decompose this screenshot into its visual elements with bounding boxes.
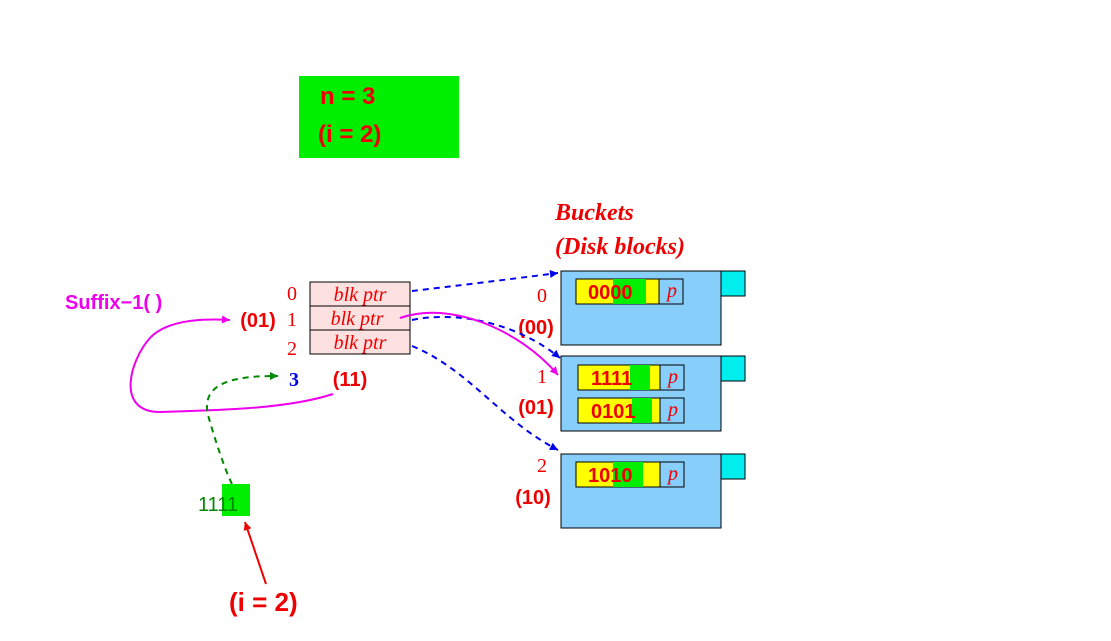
directory-index: 1 xyxy=(287,309,297,331)
record-key-suffix: 10 xyxy=(610,465,632,487)
arrow-suffix-loop xyxy=(129,315,334,414)
record-pointer-cell xyxy=(658,278,684,305)
record-suffix-highlight xyxy=(630,365,650,390)
bucket-1: 1111 p 0101 p 1 (01) xyxy=(518,355,746,432)
record-suffix-highlight xyxy=(613,462,643,487)
record-key: 0101 xyxy=(591,401,636,423)
record-suffix-highlight xyxy=(632,398,652,423)
directory: blk ptr blk ptr blk ptr 0 1 2 3 (01) (11… xyxy=(240,281,411,391)
directory-cell-label: blk ptr xyxy=(334,284,387,306)
record-key-prefix: 00 xyxy=(588,282,610,304)
arrow-dir2-to-bucket2 xyxy=(411,345,559,451)
record-pointer: p xyxy=(666,463,678,485)
n-label: n = 3 xyxy=(320,83,375,110)
bottom-i-label: (i = 2) xyxy=(229,587,298,617)
inserted-key-prefix: 11 xyxy=(198,494,219,516)
record-key-prefix: 10 xyxy=(588,465,610,487)
inserted-key-value: 1111 xyxy=(198,494,238,516)
record-key: 1010 xyxy=(588,465,633,487)
directory-new-index: 3 xyxy=(289,369,299,391)
directory-cell-label: blk ptr xyxy=(331,308,384,330)
record-pointer-cell xyxy=(659,397,685,424)
arrow-i-to-suffix xyxy=(243,521,267,585)
bucket-suffix-label: (10) xyxy=(515,487,551,509)
record-pointer: p xyxy=(666,366,678,388)
bucket-index: 2 xyxy=(537,455,547,477)
record-pointer-cell xyxy=(659,364,685,391)
params-box: n = 3 (i = 2) xyxy=(299,76,459,158)
inserted-key-highlight xyxy=(222,484,250,516)
inserted-key: 1111 xyxy=(198,484,250,516)
bucket-2: 1010 p 2 (10) xyxy=(515,453,746,529)
directory-index: 2 xyxy=(287,338,297,360)
record-key: 0000 xyxy=(588,282,633,304)
bucket-0: 0000 p 0 (00) xyxy=(518,270,746,346)
bucket-overflow-tab xyxy=(720,270,746,297)
directory-index: 0 xyxy=(287,283,297,305)
arrow-key-to-new-index xyxy=(205,372,279,485)
record-key-suffix: 1 xyxy=(624,401,635,423)
directory-cell-2 xyxy=(309,329,411,355)
record-key-prefix: 010 xyxy=(591,401,624,423)
buckets-subheading: (Disk blocks) xyxy=(555,234,685,260)
record-pointer: p xyxy=(665,280,677,302)
record-key-prefix: 111 xyxy=(591,368,622,390)
directory-cell-0 xyxy=(309,281,411,307)
i-label: (i = 2) xyxy=(318,121,381,148)
arrow-dir0-to-bucket0 xyxy=(411,270,559,292)
directory-suffix-label: (01) xyxy=(240,310,276,332)
bucket-overflow-tab xyxy=(720,355,746,382)
directory-cell-label: blk ptr xyxy=(334,332,387,354)
suffix-function-label: Suffix−1( ) xyxy=(65,292,162,314)
record-pointer-cell xyxy=(659,461,685,488)
arrow-dir1-to-bucket1 xyxy=(411,315,561,359)
bucket-index: 0 xyxy=(537,285,547,307)
record-key-suffix: 1 xyxy=(621,368,632,390)
record-suffix-highlight xyxy=(613,279,646,304)
bucket-overflow-tab xyxy=(720,453,746,480)
params-box-bg xyxy=(299,76,459,158)
record-pointer: p xyxy=(666,399,678,421)
record-key: 1111 xyxy=(591,368,632,390)
directory-new-suffix-label: (11) xyxy=(333,369,367,391)
directory-cell-1 xyxy=(309,305,411,331)
inserted-key-suffix: 11 xyxy=(217,494,238,516)
bucket-index: 1 xyxy=(537,366,547,388)
arrow-new-entry-to-bucket1 xyxy=(399,311,559,376)
bucket-suffix-label: (01) xyxy=(518,397,554,419)
buckets-heading: Buckets xyxy=(554,200,634,226)
record-key-suffix: 00 xyxy=(610,282,632,304)
bucket-suffix-label: (00) xyxy=(518,317,554,339)
